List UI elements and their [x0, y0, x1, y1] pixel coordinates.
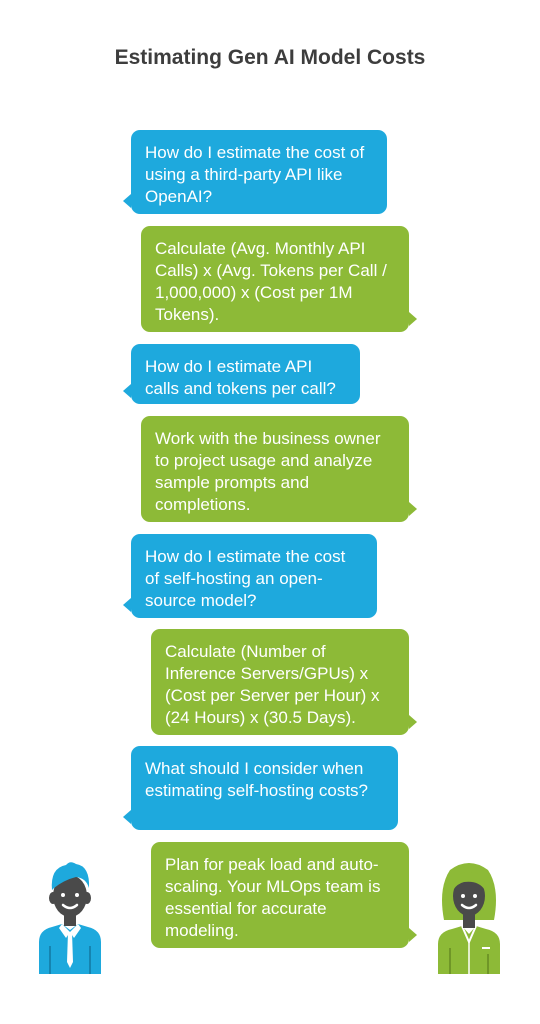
- answer-bubble: Calculate (Avg. Monthly API Calls) x (Av…: [141, 226, 417, 332]
- bubble-tail: [409, 312, 417, 326]
- question-bubble: How do I estimate the cost of using a th…: [123, 130, 387, 214]
- bubble-tail: [123, 194, 131, 208]
- answer-bubble: Calculate (Number of Inference Servers/G…: [151, 629, 417, 735]
- question-bubble: What should I consider when estimating s…: [123, 746, 398, 830]
- man-avatar-icon: [39, 862, 101, 974]
- answer-bubble: Plan for peak load and auto-scaling. You…: [151, 842, 417, 948]
- bubble-tail: [123, 598, 131, 612]
- question-bubble: How do I estimate API calls and tokens p…: [123, 344, 360, 404]
- question-text: What should I consider when estimating s…: [145, 759, 368, 800]
- answer-text: Plan for peak load and auto-scaling. You…: [165, 855, 381, 940]
- page-title: Estimating Gen AI Model Costs: [114, 46, 426, 69]
- bubble-tail: [123, 810, 131, 824]
- question-text: How do I estimate API calls and tokens p…: [145, 357, 336, 398]
- answer-text: Calculate (Number of Inference Servers/G…: [165, 642, 380, 727]
- woman-avatar-icon: [438, 863, 500, 974]
- question-text: How do I estimate the cost of self-hosti…: [145, 547, 346, 610]
- bubble-tail: [123, 384, 131, 398]
- answer-bubble: Work with the business owner to project …: [141, 416, 417, 522]
- answer-text: Work with the business owner to project …: [155, 429, 381, 514]
- question-bubble: How do I estimate the cost of self-hosti…: [123, 534, 377, 618]
- bubble-tail: [409, 502, 417, 516]
- answer-text: Calculate (Avg. Monthly API Calls) x (Av…: [155, 239, 387, 324]
- question-text: How do I estimate the cost of using a th…: [145, 143, 365, 206]
- bubble-tail: [409, 928, 417, 942]
- bubble-tail: [409, 715, 417, 729]
